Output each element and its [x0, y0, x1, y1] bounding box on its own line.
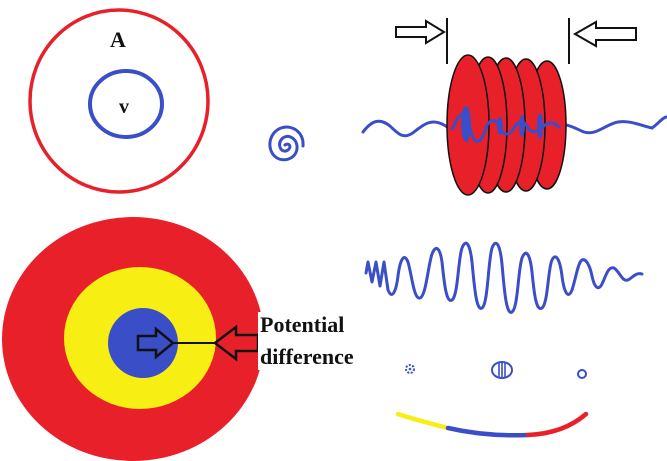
curve-yellow-segment — [395, 411, 451, 431]
caption-backdrop — [258, 312, 382, 370]
curve-red-segment — [525, 411, 589, 438]
compressed-plates-diagram — [361, 18, 667, 196]
tricolor-curve — [395, 411, 589, 438]
wave-bulge-4 — [537, 113, 543, 139]
small-spiral-icon — [405, 364, 415, 374]
curve-blue-segment — [445, 425, 531, 438]
wave-bulge-3 — [519, 115, 525, 137]
inner-ring-label: v — [119, 96, 129, 118]
caption-line-1: Potential — [260, 312, 344, 337]
inner-ring-circle — [88, 69, 164, 139]
target-diagram: Potential difference — [2, 217, 382, 461]
wave-bulge-1 — [461, 106, 471, 142]
wave-bulge-2 — [497, 117, 503, 135]
ring-diagram: A v — [28, 8, 210, 194]
outer-ring-label: A — [110, 27, 126, 52]
small-symbols-row — [405, 361, 587, 379]
small-target-icon — [577, 369, 587, 379]
inner-arrow-icon — [136, 326, 175, 360]
left-push-arrow-icon — [395, 19, 446, 45]
oscillating-wave — [364, 241, 644, 314]
right-push-arrow-icon — [572, 20, 637, 48]
small-spiral-center — [408, 367, 412, 371]
outer-arrow-icon — [212, 324, 260, 362]
spiral-icon — [268, 125, 305, 162]
caption-line-2: difference — [260, 344, 354, 369]
outer-ring-circle — [28, 8, 210, 194]
